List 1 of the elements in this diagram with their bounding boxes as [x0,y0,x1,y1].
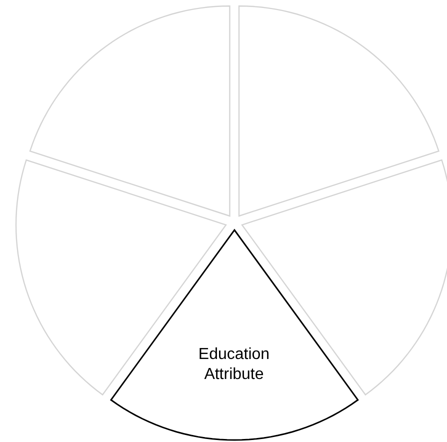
sector-label: Education Attribute [197,344,271,385]
